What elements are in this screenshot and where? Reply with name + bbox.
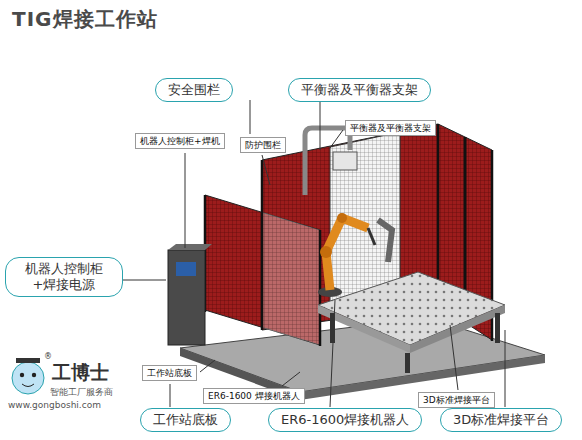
- part-label: 防护围栏: [240, 137, 286, 153]
- node-text: 安全围栏: [168, 82, 220, 98]
- logo-slogan: 智能工厂服务商: [50, 386, 113, 399]
- node-text: 防护围栏: [245, 139, 281, 151]
- node-text: 3D标准焊接平台: [423, 394, 490, 406]
- node-text: 工作站底板: [153, 412, 218, 428]
- part-label: ER6-1600 焊接机器人: [203, 388, 305, 404]
- part-label: 3D标准焊接平台: [418, 392, 495, 408]
- callout-pill: 平衡器及平衡器支架: [288, 78, 431, 102]
- watermark-url: www.gongboshi.com: [8, 400, 101, 410]
- part-label: 机器人控制柜+焊机: [135, 133, 225, 149]
- page-title: TIG焊接工作站: [12, 6, 158, 33]
- callout-pill: 工作站底板: [140, 408, 231, 432]
- logo-name: 工博士: [52, 360, 109, 386]
- node-text: 机器人控制柜+焊接电源: [18, 261, 110, 293]
- callout-pill: ER6-1600焊接机器人: [268, 408, 422, 432]
- node-text: 平衡器及平衡器支架: [301, 82, 418, 98]
- callout-pill: 3D标准焊接平台: [440, 408, 562, 432]
- registered-mark: ®: [44, 352, 52, 361]
- node-text: 平衡器及平衡器支架: [350, 122, 431, 134]
- node-text: 工作站底板: [147, 367, 192, 379]
- part-label: 工作站底板: [142, 365, 197, 381]
- node-text: ER6-1600焊接机器人: [281, 412, 409, 428]
- node-text: 3D标准焊接平台: [453, 412, 549, 428]
- node-text: 机器人控制柜+焊机: [140, 135, 220, 147]
- callout-pill: 安全围栏: [155, 78, 233, 102]
- callout-pill: 机器人控制柜+焊接电源: [5, 257, 123, 297]
- part-label: 平衡器及平衡器支架: [345, 120, 436, 136]
- node-text: ER6-1600 焊接机器人: [208, 390, 300, 402]
